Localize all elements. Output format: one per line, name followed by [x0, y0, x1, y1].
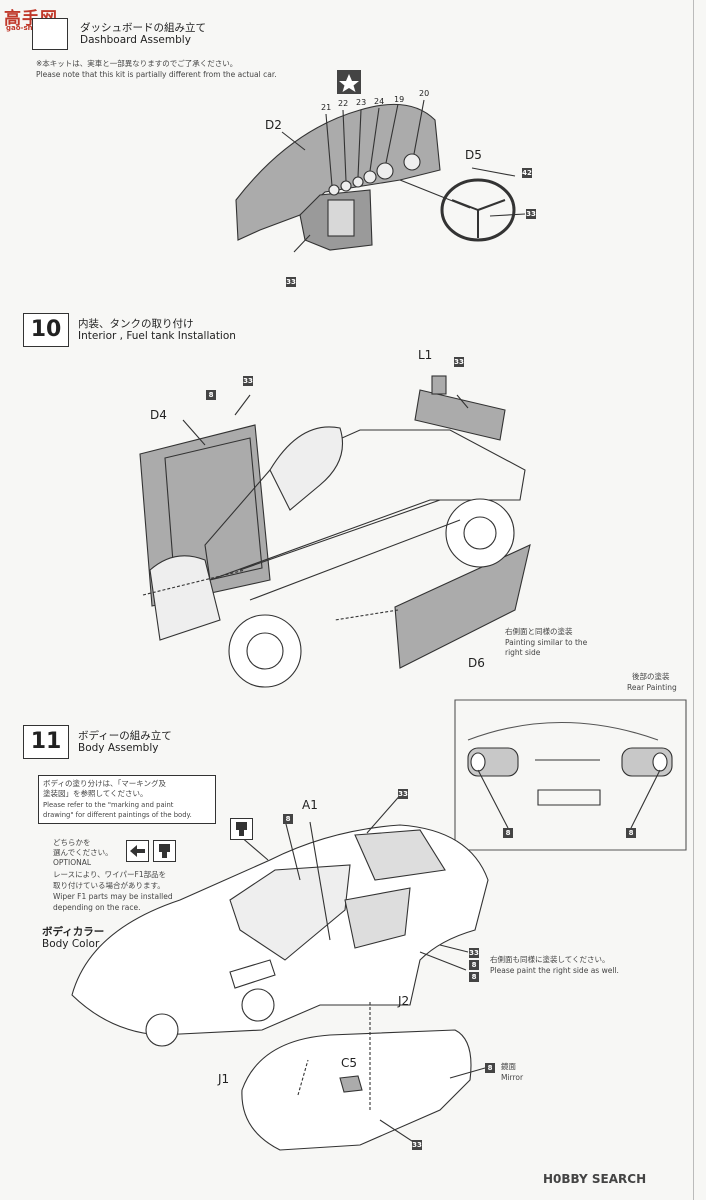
- part-number-20: 20: [419, 89, 430, 98]
- center-console-shape: [327, 199, 355, 237]
- right-side-note-en: Please paint the right side as well.: [490, 966, 619, 975]
- rear-painting-title-en: Rear Painting: [627, 683, 677, 692]
- part-number-24: 24: [374, 97, 385, 106]
- part-label-j2: J2: [398, 994, 410, 1008]
- paint-code-33-wheel: 33: [526, 209, 536, 219]
- wiper-f1-install-icon: [230, 818, 253, 840]
- step-9-note-en: Please note that this kit is partially d…: [36, 70, 277, 79]
- wiper-note-en-1: Wiper F1 parts may be installed: [53, 892, 173, 901]
- step-11-title-en: Body Assembly: [78, 742, 159, 754]
- part-label-c5: C5: [341, 1056, 358, 1070]
- step-9-title-en: Dashboard Assembly: [80, 34, 191, 46]
- front-wheel-shape: [228, 614, 302, 688]
- wiper-option-install-icon: [153, 840, 176, 862]
- part-label-d4: D4: [150, 408, 167, 422]
- paint-code-42: 42: [522, 168, 532, 178]
- step-10-title-en: Interior , Fuel tank Installation: [78, 330, 236, 342]
- paint-code-8-door: 8: [206, 390, 216, 400]
- steering-wheel-shape: [440, 178, 516, 242]
- part-number-21: 21: [321, 103, 332, 112]
- side-window-shape: [344, 887, 411, 949]
- step-11-title-jp: ボディーの組み立て: [78, 730, 172, 742]
- paint-code-8-side-1: 8: [469, 960, 479, 970]
- paint-code-33-floor: 33: [412, 1140, 422, 1150]
- notice-jp-line-2: 塗装図」を参照してください。: [43, 789, 148, 798]
- paint-code-33-roof: 33: [398, 789, 408, 799]
- part-label-d2: D2: [265, 118, 282, 132]
- page-edge-line: [693, 0, 694, 1200]
- wiper-note-jp-2: 取り付けている場合があります。: [53, 881, 165, 890]
- fuel-tank-shape: [414, 389, 506, 441]
- step-10-title-jp: 内装、タンクの取り付け: [78, 318, 194, 330]
- right-side-note-jp: 右側面も同様に塗装してください。: [490, 955, 610, 964]
- step-10-note-en-1: Painting similar to the: [505, 638, 588, 647]
- paint-code-33-dash: 33: [286, 277, 296, 287]
- wiper-option-arrow-icon: [126, 840, 149, 862]
- part-number-22: 22: [338, 99, 349, 108]
- notice-en-line-2: drawing" for different paintings of the …: [43, 811, 192, 819]
- rear-wheel-shape: [445, 498, 515, 568]
- paint-code-8-side-2: 8: [469, 972, 479, 982]
- mirror-note-en: Mirror: [501, 1073, 524, 1082]
- mirror-note-jp: 鏡面: [501, 1062, 516, 1071]
- paint-code-8-rear-right: 8: [626, 828, 636, 838]
- part-label-a1: A1: [302, 798, 318, 812]
- optional-en: OPTIONAL: [53, 858, 92, 867]
- step-9-note-jp: ※本キットは、実車と一部異なりますのでご了承ください。: [36, 59, 238, 68]
- part-label-d5: D5: [465, 148, 482, 162]
- dashboard-shell-shape: [235, 103, 441, 241]
- paint-code-8-windshield: 8: [283, 814, 293, 824]
- notice-en-line-1: Please refer to the "marking and paint: [43, 801, 174, 809]
- wiper-note-jp-1: レースにより、ワイパーF1部品を: [53, 870, 167, 879]
- paint-code-33-side: 33: [469, 948, 479, 958]
- rear-painting-title-jp: 後部の塗装: [632, 672, 670, 681]
- step-10-note-jp: 右側面と同様の塗装: [505, 627, 573, 636]
- footer-brand-watermark: H0BBY SEARCH: [543, 1172, 647, 1186]
- optional-jp-line-1: どちらかを: [53, 838, 91, 847]
- body-color-title-jp: ボディカラー: [42, 926, 105, 938]
- step-11-number: 11: [23, 725, 69, 759]
- step-10-note-en-2: right side: [505, 648, 541, 657]
- step-9-number-box: [32, 18, 68, 50]
- seat-shape: [269, 426, 344, 511]
- part-number-19: 19: [394, 95, 405, 104]
- paint-code-8-rear-left: 8: [503, 828, 513, 838]
- part-label-l1: L1: [418, 348, 433, 362]
- paint-code-33-door: 33: [243, 376, 253, 386]
- part-label-d6: D6: [468, 656, 485, 670]
- paint-code-8-mirror: 8: [485, 1063, 495, 1073]
- optional-jp-line-2: 選んでください。: [53, 848, 113, 857]
- windshield-shape: [229, 864, 351, 961]
- body-color-title-en: Body Color: [42, 938, 100, 950]
- body-paint-notice-box: ボディの塗り分けは、「マーキング及 塗装図」を参照してください。 Please …: [38, 775, 216, 824]
- wiper-note-en-2: depending on the race.: [53, 903, 141, 912]
- star-icon: [339, 74, 359, 92]
- paint-code-33-tank: 33: [454, 357, 464, 367]
- step-9-title-jp: ダッシュボードの組み立て: [80, 22, 206, 34]
- notice-jp-line-1: ボディの塗り分けは、「マーキング及: [43, 779, 166, 788]
- part-label-j1: J1: [218, 1072, 230, 1086]
- step-10-number: 10: [23, 313, 69, 347]
- part-number-23: 23: [356, 98, 367, 107]
